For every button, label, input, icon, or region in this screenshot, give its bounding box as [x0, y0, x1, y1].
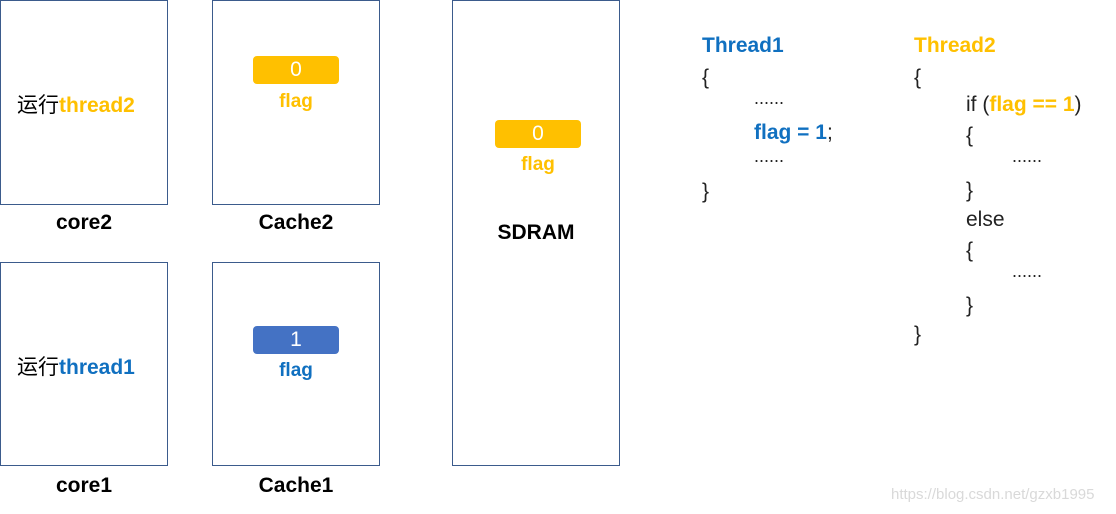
thread2-if-line: if (flag == 1) [966, 93, 1082, 117]
thread2-else-close-brace: } [966, 294, 974, 317]
core2-label: 运行thread2 [17, 89, 135, 119]
cache1-flag-value: 1 [253, 326, 339, 354]
thread1-dots-1: ...... [754, 88, 785, 108]
core2-box [0, 0, 168, 205]
thread2-condition: flag == 1 [989, 93, 1075, 116]
thread1-semicolon: ; [826, 121, 833, 144]
cache2-caption: Cache2 [258, 211, 334, 234]
core1-caption: core1 [55, 474, 113, 497]
core2-prefix: 运行 [17, 94, 59, 117]
sdram-caption: SDRAM [497, 221, 575, 244]
thread2-else-open-brace: { [966, 239, 974, 262]
thread2-dots-1: ...... [1012, 146, 1043, 166]
cache1-box [212, 262, 380, 466]
thread2-open-brace: { [914, 66, 922, 89]
cache2-box [212, 0, 380, 205]
thread2-if-keyword: if ( [966, 93, 990, 116]
sdram-box [452, 0, 620, 466]
cache2-flag-label: flag [279, 91, 313, 112]
watermark: https://blog.csdn.net/gzxb1995 [891, 486, 1095, 503]
thread2-if-open-brace: { [966, 124, 974, 147]
thread2-else: else [966, 208, 1005, 231]
thread2-close-brace: } [914, 323, 922, 346]
thread2-title: Thread2 [914, 34, 996, 57]
core1-box [0, 262, 168, 466]
thread1-open-brace: { [702, 66, 710, 89]
thread1-assign: flag = 1 [754, 121, 827, 144]
thread2-if-close: ) [1074, 93, 1082, 116]
core2-thread-name: thread2 [59, 94, 135, 117]
sdram-flag-value: 0 [495, 120, 581, 148]
core2-caption: core2 [55, 211, 113, 234]
thread2-if-close-brace: } [966, 179, 974, 202]
thread1-dots-2: ...... [754, 146, 785, 166]
thread1-assign-line: flag = 1; [754, 121, 833, 145]
sdram-flag-label: flag [521, 154, 555, 175]
thread1-title: Thread1 [702, 34, 784, 57]
core1-label: 运行thread1 [17, 351, 135, 381]
thread1-close-brace: } [702, 180, 710, 203]
core1-prefix: 运行 [17, 356, 59, 379]
cache1-flag-label: flag [279, 360, 313, 381]
thread2-dots-2: ...... [1012, 261, 1043, 281]
cache1-caption: Cache1 [258, 474, 334, 497]
cache2-flag-value: 0 [253, 56, 339, 84]
core1-thread-name: thread1 [59, 356, 135, 379]
